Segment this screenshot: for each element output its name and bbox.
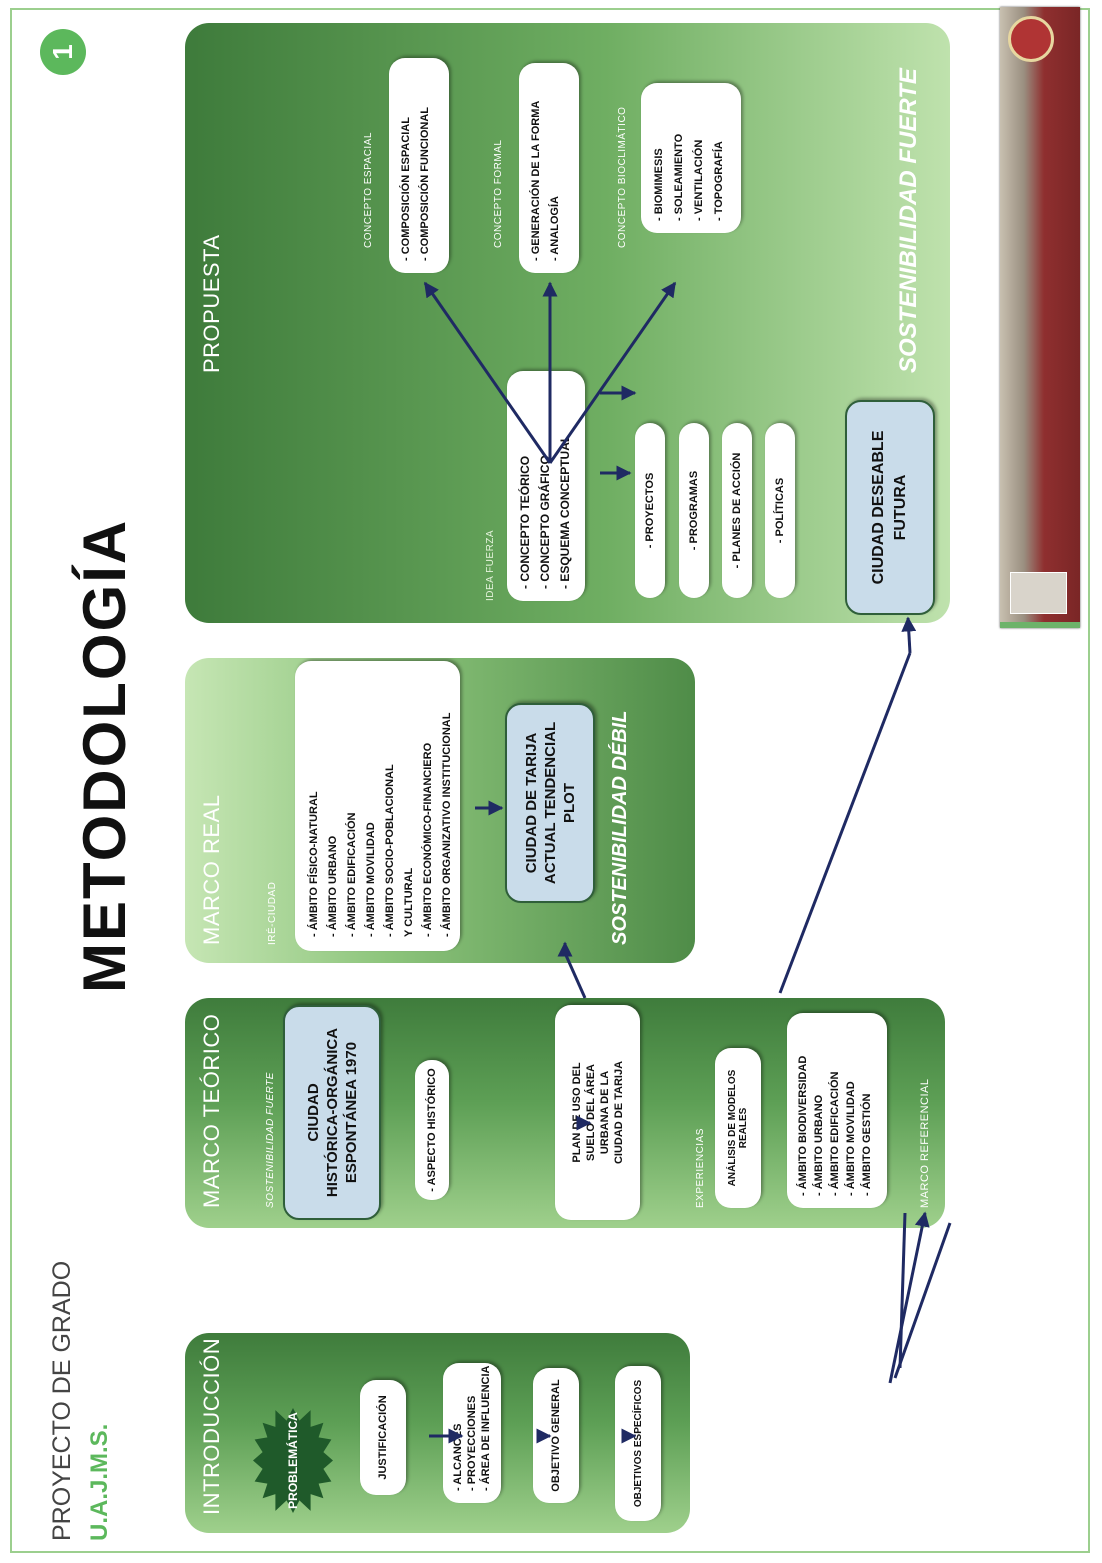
- arrow-deseable-head: [901, 616, 917, 654]
- arrow-analisis-deseable: [778, 652, 912, 994]
- arrow-to-marco-teorico: [888, 1211, 930, 1384]
- arrow-to-bioclimatico: [548, 281, 677, 464]
- arrows-layer: [423, 281, 952, 1444]
- arrow-to-plan: [893, 1222, 952, 1379]
- diagram-stage: PROYECTO DE GRADO U.A.J.M.S. METODOLOGÍA…: [10, 7, 1090, 1553]
- arrow-to-analisis: [898, 1212, 907, 1369]
- arrow-plan-tarija: [563, 952, 587, 999]
- page-frame: [10, 8, 1090, 1553]
- arrow-to-espacial: [423, 281, 552, 464]
